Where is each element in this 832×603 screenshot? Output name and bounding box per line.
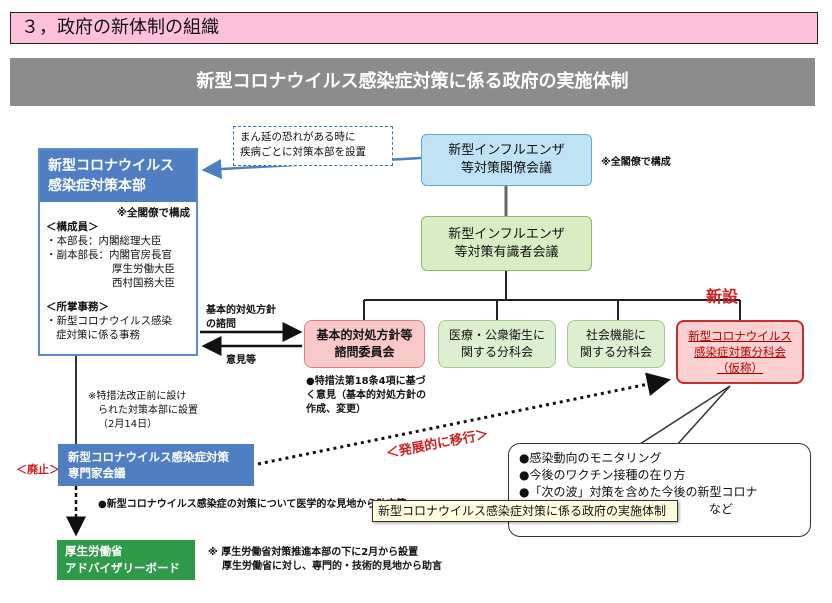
subcommittee-basic-line1: 基本的対処方針等 [316,328,413,342]
subcommittee-medical: 医療・公衆衛生に 関する分科会 [438,320,556,368]
hq-chief: 内閣総理大臣 [98,235,162,247]
new-subcommittee-line3: （仮称） [717,361,763,375]
hq-chief-label: ・本部長： [46,235,99,247]
cabinet-meeting-note: ※全閣僚で構成 [601,157,671,168]
cabinet-meeting-box: 新型インフルエンザ 等対策閣僚会議 [421,134,592,186]
hq-chief-row: ・本部長：内閣総理大臣 [46,234,190,248]
established-line1: ※特措法改正前に設け [88,391,187,402]
advisory-note-line1: ※ 厚生労働省対策推進本部の下に2月から設置 [208,547,419,558]
art18-line3: 作成、変更） [306,404,366,415]
hq-title-line2: 感染症対策本部 [48,178,146,194]
new-subcommittee-line1: 新型コロナウイルス [688,329,792,343]
subcommittee-medical-line1: 医療・公衆衛生に [448,328,545,342]
hq-deputy-label: ・副本部長： [46,249,109,261]
cabinet-meeting-line2: 等対策閣僚会議 [460,161,552,176]
consult-line1: 基本的対処方針 [206,305,276,316]
consult-line2: の諮問 [206,319,236,330]
expert-meeting-line1: 新型インフルエンザ [448,227,565,242]
subcommittee-social: 社会機能に 関する分科会 [567,320,665,368]
expert-panel-line1: 新型コロナウイルス感染症対策 [68,450,229,464]
dashed-note: まん延の恐れがある時に 疾病ごとに対策本部を設置 [233,126,393,166]
dashed-note-line2: 疾病ごとに対策本部を設置 [240,146,366,158]
dashed-note-line1: まん延の恐れがある時に [240,131,356,143]
advisory-line2: アドバイザリーボード [65,561,180,575]
advisory-board-box: 厚生労働省 アドバイザリーボード [57,540,195,580]
art18-note: ●特措法第18条4項に基づ く意見（基本的対処方針の 作成、変更） [306,375,426,417]
hq-deputy-3: 西村国務大臣 [112,277,175,289]
subcommittee-social-line1: 社会機能に [585,328,646,342]
subcommittee-topics-bubble: ●感染動向のモニタリング ●今後のワクチン接種の在り方 ●「次の波」対策を含めた… [508,443,811,537]
hq-deputy-2: 厚生労働大臣 [112,263,175,275]
hq-affairs-line1: ・新型コロナウイルス感染 [46,315,172,327]
new-subcommittee: 新型コロナウイルス 感染症対策分科会 （仮称） [676,320,804,384]
advisory-note: ※ 厚生労働省対策推進本部の下に2月から設置 厚生労働省に対し、専門的・技術的見… [208,546,442,574]
hover-tooltip: 新型コロナウイルス感染症対策に係る政府の実施体制 [372,500,678,522]
hq-affairs-heading: ＜所掌事務＞ [46,301,109,313]
bubble-item-1: ●感染動向のモニタリング [519,451,662,465]
hq-all-cabinet: ※全閣僚で構成 [116,207,190,219]
hq-members-heading: ＜構成員＞ [46,221,99,233]
hq-affairs-line2: 症対策に係る事務 [56,329,140,341]
consult-label: 基本的対処方針 の諮問 [206,304,276,332]
expert-meeting-line2: 等対策有識者会議 [454,245,559,260]
advisory-note-line2: 厚生労働省に対し、専門的・技術的見地から助言 [222,561,442,572]
abolished-label: ＜廃止＞ [16,463,60,476]
established-note: ※特措法改正前に設け られた対策本部に設置 （2月14日） [88,390,198,432]
bubble-item-2: ●今後のワクチン接種の在り方 [519,468,686,482]
hq-deputy-row: ・副本部長：内閣官房長官 [46,248,190,262]
advisory-line1: 厚生労働省 [65,544,123,558]
art18-line1: ●特措法第18条4項に基づ [306,376,426,387]
section-title: ３，政府の新体制の組織 [10,12,818,44]
established-line3: （2月14日） [98,419,158,430]
banner-title: 新型コロナウイルス感染症対策に係る政府の実施体制 [10,58,815,106]
hq-title: 新型コロナウイルス 感染症対策本部 [40,150,196,202]
panel-note: ●新型コロナウイルス感染症の対策について医学的な見地から助言等 [98,499,407,510]
hq-title-line1: 新型コロナウイルス [48,158,174,174]
new-label: 新設 [706,287,739,306]
opinion-label: 意見等 [226,355,256,366]
bubble-item-4: など [709,502,734,516]
cabinet-meeting-line1: 新型インフルエンザ [448,143,565,158]
hq-body: ※全閣僚で構成 ＜構成員＞ ・本部長：内閣総理大臣 ・副本部長：内閣官房長官 厚… [40,202,196,346]
new-subcommittee-line2: 感染症対策分科会 [694,345,786,359]
bubble-item-3: ●「次の波」対策を含めた今後の新型コロナ [519,485,758,499]
expert-meeting-box: 新型インフルエンザ 等対策有識者会議 [421,216,592,271]
art18-line2: く意見（基本的対処方針の [306,390,426,401]
subcommittee-social-line2: 関する分科会 [579,345,652,359]
expert-panel-box: 新型コロナウイルス感染症対策 専門家会議 [58,444,254,486]
hq-deputy-1: 内閣官房長官 [109,249,172,261]
hq-box: 新型コロナウイルス 感染症対策本部 ※全閣僚で構成 ＜構成員＞ ・本部長：内閣総… [38,148,198,356]
established-line2: られた対策本部に設置 [98,405,198,416]
expert-panel-line2: 専門家会議 [68,466,126,480]
subcommittee-medical-line2: 関する分科会 [460,345,533,359]
subcommittee-basic-line2: 諮問委員会 [334,345,395,359]
subcommittee-basic-policy: 基本的対処方針等 諮問委員会 [304,320,425,368]
